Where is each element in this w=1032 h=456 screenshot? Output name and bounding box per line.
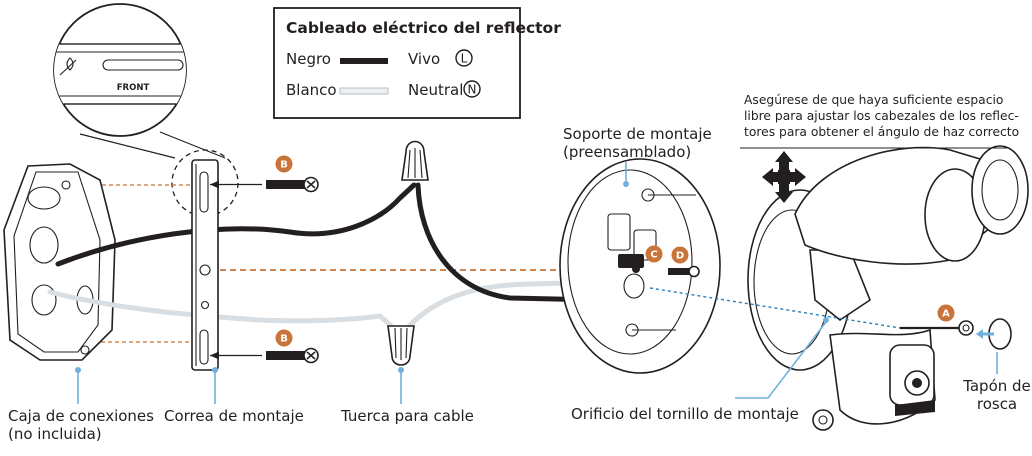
svg-text:B: B [280, 334, 288, 345]
wiring-legend: Cableado eléctrico del reflector Negro V… [273, 7, 561, 119]
detail-focus-circle [171, 149, 239, 217]
screw-cap-label: Tapón de [962, 377, 1031, 395]
screw-a [900, 320, 974, 336]
front-label: FRONT [117, 83, 150, 93]
wire-nut-bottom [387, 325, 415, 366]
legend-wire-black: Negro [286, 50, 331, 68]
strap-slot [102, 59, 184, 71]
mounting-bracket-label: Soporte de montaje [563, 125, 712, 143]
screw-d [668, 265, 700, 278]
screw-b-top [210, 176, 319, 193]
mounting-bracket-sublabel: (preensamblado) [563, 143, 691, 161]
screw-cap [976, 318, 1012, 350]
part-tag-b-top: B [275, 155, 293, 173]
legend-wire-white: Blanco [286, 81, 337, 99]
screw-c [632, 265, 640, 273]
svg-text:C: C [650, 250, 657, 261]
white-wire-right [399, 279, 613, 337]
neutral-symbol-icon: N [463, 80, 481, 98]
svg-text:B: B [280, 160, 288, 171]
clearance-note-line-2: libre para ajustar los cabezales de los … [744, 109, 1019, 123]
legend-role-neutral: Neutral [408, 81, 463, 99]
legend-swatch-black [340, 58, 388, 64]
floodlight-fixture [747, 145, 1029, 431]
mounting-bracket [559, 158, 721, 374]
svg-text:N: N [468, 83, 477, 97]
screw-path-guide [649, 287, 901, 329]
live-symbol-icon: L [455, 49, 473, 67]
mounting-strap [191, 159, 219, 371]
part-tag-d: D [671, 246, 689, 264]
svg-text:L: L [461, 52, 468, 66]
wires [47, 182, 613, 337]
part-tag-c: C [645, 245, 663, 263]
detail-pointer-line [79, 133, 176, 159]
legend-title: Cableado eléctrico del reflector [286, 19, 561, 37]
wire-nut-label: Tuerca para cable [340, 407, 474, 425]
junction-box-label: Caja de conexiones [8, 407, 154, 425]
screw-cap-sublabel: rosca [977, 395, 1017, 413]
white-wire-left [47, 289, 403, 337]
svg-text:D: D [676, 251, 684, 262]
junction-box-sublabel: (no incluida) [8, 425, 102, 443]
legend-role-live: Vivo [408, 50, 440, 68]
mounting-strap-label: Correa de montaje [164, 407, 304, 425]
wire-nut-top [401, 140, 429, 181]
callout-leaders [75, 147, 1010, 404]
screw-hole-label: Orificio del tornillo de montaje [571, 405, 799, 423]
part-tag-a: A [937, 304, 955, 322]
black-wire-left [55, 182, 417, 267]
clearance-note-line-3: tores para obtener el ángulo de haz corr… [744, 125, 1019, 139]
callout-labels: Caja de conexiones (no incluida) Correa … [8, 93, 1031, 443]
black-wire-right [415, 182, 603, 303]
clearance-note-line-1: Asegúrese de que haya suficiente espacio [744, 93, 1003, 107]
strap-detail-magnifier: FRONT [53, 3, 239, 217]
part-tag-b-bottom: B [275, 329, 293, 347]
adjust-arrows-icon [762, 151, 806, 203]
legend-swatch-white [339, 87, 389, 95]
svg-text:A: A [942, 309, 950, 320]
screw-b-bottom [210, 347, 319, 364]
